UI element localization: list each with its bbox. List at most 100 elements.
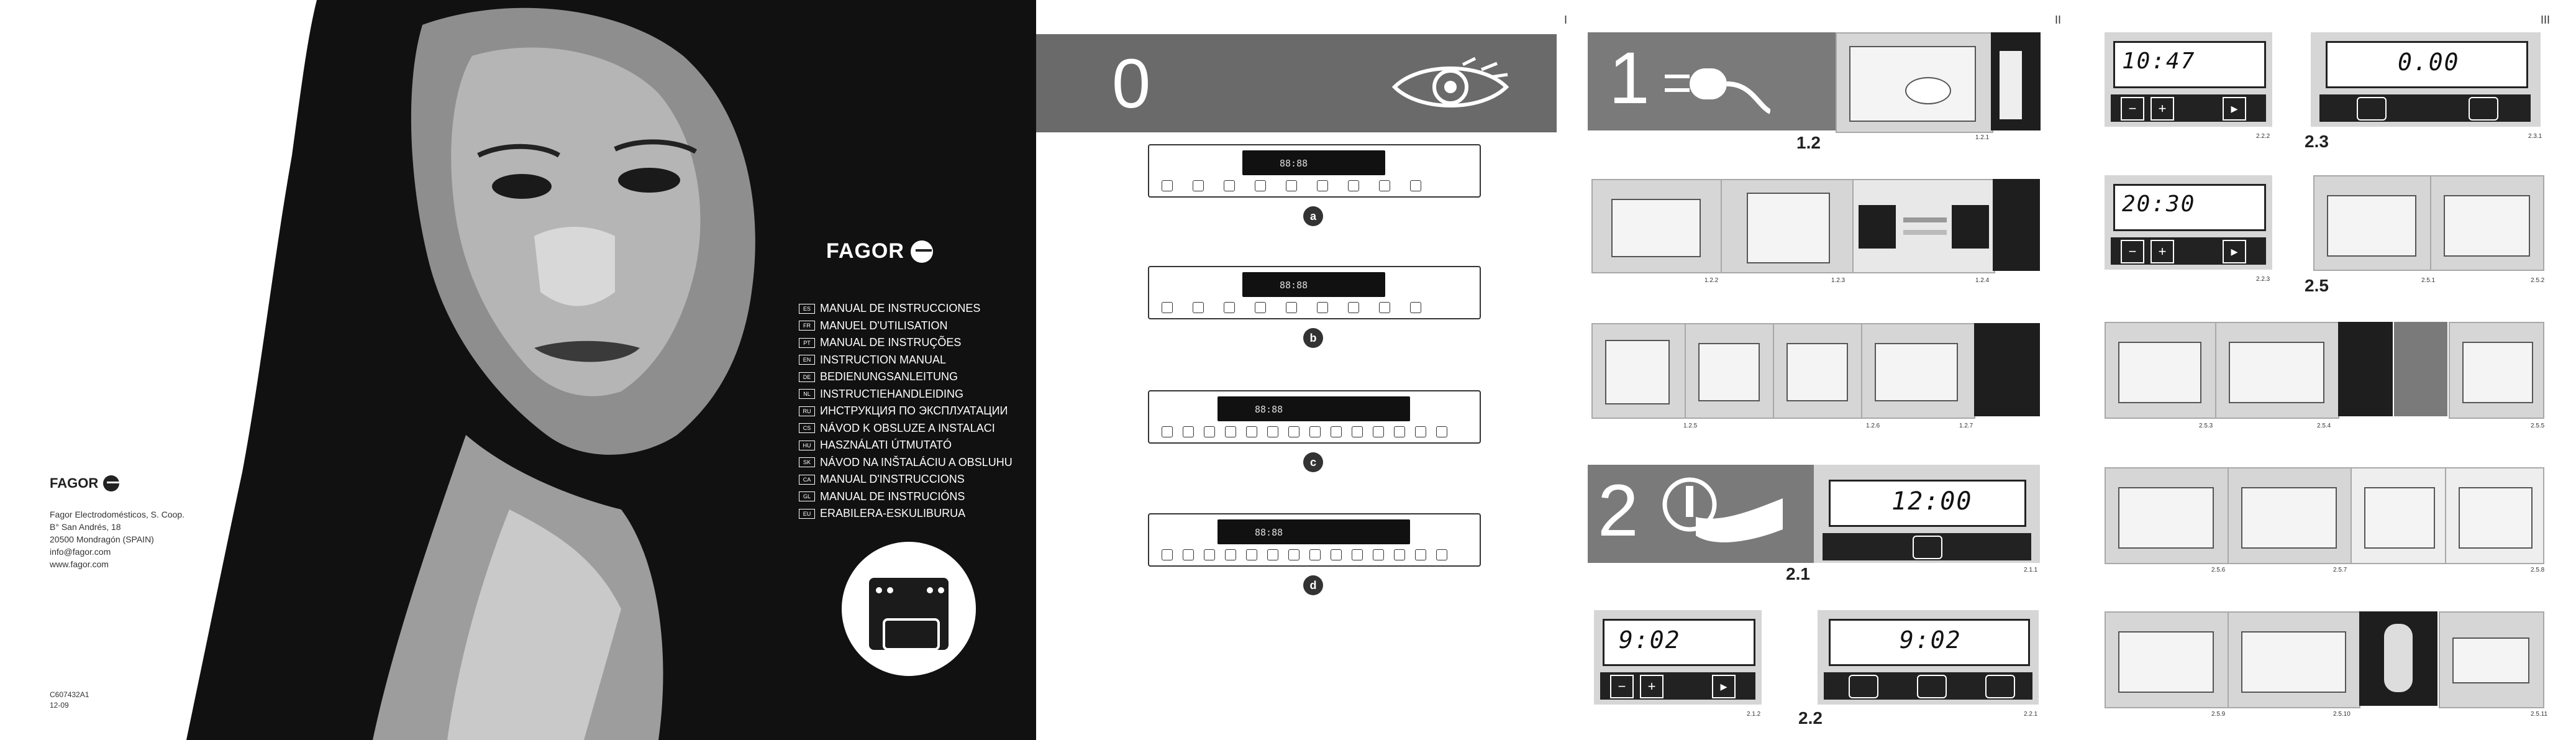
language-title: INSTRUCTION MANUAL [820, 353, 947, 366]
panel-button[interactable] [1415, 426, 1426, 437]
oven-knob-icon [887, 587, 893, 593]
lcd-display: 88:88 [1242, 150, 1385, 175]
panel-button[interactable] [1348, 180, 1359, 191]
figure-number: 2.5.8 [2531, 567, 2545, 573]
oven-tray-image [2313, 175, 2431, 271]
panel-button[interactable] [1379, 180, 1390, 191]
step-0-band [1036, 34, 1557, 132]
lcd-display: 88:88 [1217, 396, 1410, 421]
panel-button[interactable] [1225, 426, 1236, 437]
language-item: GL MANUAL DE INSTRUCIÓNS [799, 488, 1013, 506]
panel-button[interactable] [1225, 549, 1236, 560]
panel-button[interactable] [1162, 180, 1173, 191]
panel-button[interactable] [1246, 549, 1257, 560]
language-title: ИНСТРУКЦИЯ ПО ЭКСПЛУАТАЦИИ [820, 404, 1008, 418]
panel-button[interactable] [1394, 426, 1405, 437]
panel-button[interactable] [1286, 180, 1297, 191]
panel-button[interactable] [1331, 426, 1342, 437]
figure-number: 2.2.1 [2024, 711, 2038, 718]
panel-button[interactable] [1415, 549, 1426, 560]
panel-button[interactable] [1288, 549, 1299, 560]
rating-plate-image [1991, 32, 2041, 130]
lcd-time: 88:88 [1280, 158, 1308, 169]
figure-number: 2.2.2 [2256, 133, 2270, 140]
oven-icon [869, 578, 949, 650]
panel-button[interactable] [1267, 549, 1278, 560]
panel-button[interactable] [1348, 302, 1359, 313]
panel-button[interactable] [1309, 549, 1321, 560]
panel-button[interactable] [1352, 549, 1363, 560]
panel-button[interactable] [1379, 302, 1390, 313]
language-code: ES [799, 303, 815, 314]
address-line: B° San Andrés, 18 [50, 522, 121, 532]
language-title: INSTRUCTIEHANDLEIDING [820, 387, 964, 400]
language-title: MANUAL DE INSTRUCIÓNS [820, 490, 965, 503]
panel-button[interactable] [1162, 426, 1173, 437]
panel-button[interactable] [1410, 180, 1421, 191]
panel-button[interactable] [1255, 302, 1266, 313]
panel-button[interactable] [1394, 549, 1405, 560]
lcd-display: 88:88 [1217, 519, 1410, 544]
panel-button[interactable] [1436, 549, 1447, 560]
figure-number: 2.1.1 [2024, 567, 2038, 573]
panel-button[interactable] [1317, 302, 1328, 313]
panel-variant-label: c [1303, 452, 1323, 472]
panel-button[interactable] [1331, 549, 1342, 560]
address-line: www.fagor.com [50, 559, 109, 569]
figure-number: 2.5.11 [2531, 711, 2548, 718]
screw-image [1974, 323, 2040, 416]
doc-code: C607432A1 [50, 690, 89, 699]
panel-button[interactable] [1352, 426, 1363, 437]
panel-button[interactable] [1410, 302, 1421, 313]
language-code: GL [799, 491, 815, 502]
display-2-1-2: 9:02 − + ▸ [1594, 610, 1762, 705]
display-2-1: 12:00 [1814, 465, 2040, 563]
panel-button[interactable] [1246, 426, 1257, 437]
tray-image [2439, 611, 2544, 708]
panel-button[interactable] [1162, 549, 1173, 560]
figure-number: 1.2.1 [1975, 134, 1990, 141]
language-code: NL [799, 389, 815, 400]
eye-icon [1391, 57, 1509, 107]
panel-button[interactable] [1193, 302, 1204, 313]
display-value: 9:02 [1619, 626, 1681, 654]
cabinet-image [1721, 179, 1854, 273]
brand-name: FAGOR [826, 239, 904, 263]
panel-button[interactable] [1309, 426, 1321, 437]
panel-button[interactable] [1224, 302, 1235, 313]
display-2-2-3: 20:30 − + ▸ [2105, 175, 2272, 270]
panel-button[interactable] [1288, 426, 1299, 437]
rail-image [2351, 467, 2446, 564]
panel-button[interactable] [1204, 426, 1215, 437]
language-code: CA [799, 474, 815, 485]
panel-button[interactable] [1255, 180, 1266, 191]
panel-button[interactable] [1373, 426, 1384, 437]
document-code: C607432A1 12-09 [50, 690, 89, 711]
control-panel-d: 88:88 [1148, 513, 1481, 567]
panel-button[interactable] [1267, 426, 1278, 437]
language-code: HU [799, 440, 815, 450]
panel-button[interactable] [1183, 426, 1194, 437]
panel-button[interactable] [1317, 180, 1328, 191]
panel-button[interactable] [1224, 180, 1235, 191]
panel-button[interactable] [1373, 549, 1384, 560]
section-label: 2.3 [2305, 132, 2329, 151]
lcd-time: 88:88 [1280, 280, 1308, 291]
panel-button[interactable] [1436, 426, 1447, 437]
figure-number: 1.2.2 [1704, 277, 1719, 284]
panel-button[interactable] [1162, 302, 1173, 313]
language-code: PT [799, 337, 815, 348]
figure-number: 1.2.4 [1975, 277, 1990, 284]
panel-button[interactable] [1193, 180, 1204, 191]
display-value: 20:30 [2122, 191, 2196, 217]
panel-button[interactable] [1204, 549, 1215, 560]
figure-number: 2.5.10 [2333, 711, 2351, 718]
panel-button[interactable] [1286, 302, 1297, 313]
panel-button[interactable] [1183, 549, 1194, 560]
